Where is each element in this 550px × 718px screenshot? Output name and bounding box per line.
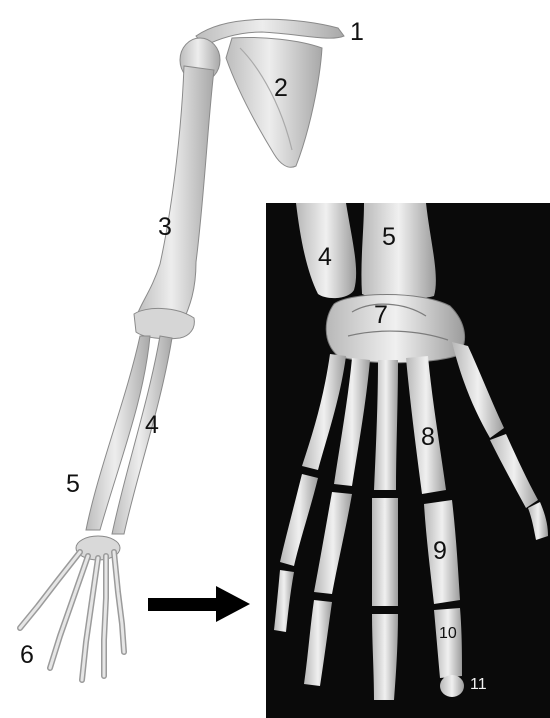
label-clavicle: 1 [350,20,364,45]
label-photo-distal-phalanx: 11 [470,677,487,693]
label-photo-proximal-phalanx: 9 [433,539,447,564]
pointer-arrow [148,586,250,622]
label-hand-phalanges: 6 [20,643,34,668]
label-scapula: 2 [274,76,288,101]
hand-finger-bones [20,552,124,680]
label-humerus: 3 [158,215,172,240]
label-radius: 5 [66,472,80,497]
photo-radius-end [361,203,435,300]
label-ulna: 4 [145,413,159,438]
hand-photo [266,203,550,718]
elbow-joint [134,308,194,338]
label-photo-middle-phalanx: 10 [439,626,457,642]
label-photo-metacarpal: 8 [421,425,435,450]
label-photo-carpals: 7 [374,303,388,328]
label-photo-radius: 5 [382,225,396,250]
scapula-bone [226,37,322,167]
label-photo-ulna: 4 [318,245,332,270]
humerus-bone [136,66,214,324]
